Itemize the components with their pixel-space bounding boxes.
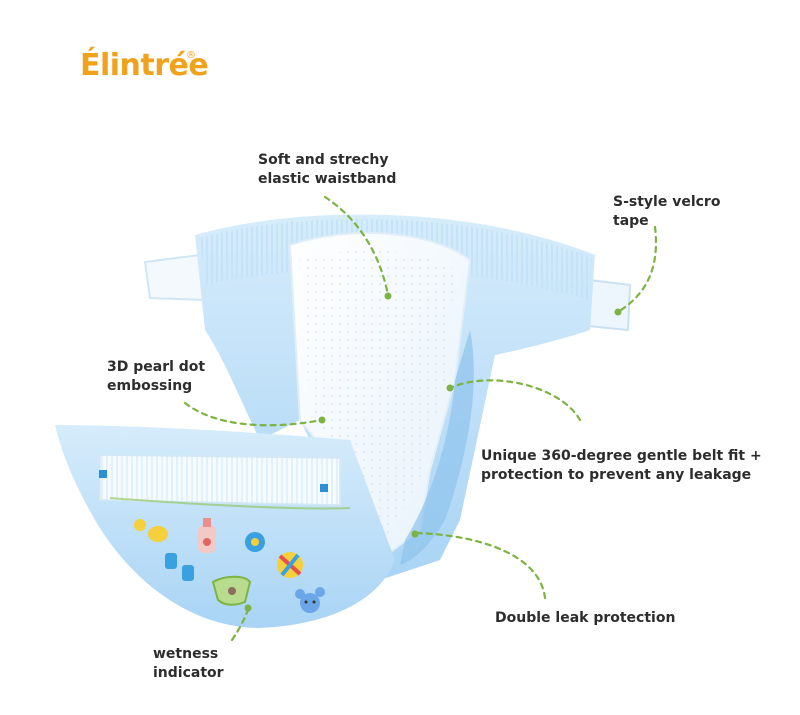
pearl-dot-area <box>300 250 455 540</box>
mouse-print <box>295 587 325 613</box>
duck-print <box>134 519 168 542</box>
dot-pearl <box>318 416 326 424</box>
callout-line: Double leak protection <box>495 610 676 626</box>
callout-line: indicator <box>153 665 224 681</box>
leader-wetness <box>230 608 250 642</box>
front-tab-marker-left <box>99 470 107 478</box>
right-velcro-tab <box>586 278 632 332</box>
callout-line: Unique 360-degree gentle belt fit + <box>481 448 762 464</box>
callout-line: elastic waistband <box>258 171 397 187</box>
callout-line: wetness <box>153 646 219 662</box>
callout-belt: Unique 360-degree gentle belt fit + prot… <box>481 447 762 485</box>
dot-velcro <box>614 308 622 316</box>
callout-waistband: Soft and strechy elastic waistband <box>258 151 396 189</box>
dot-leak <box>411 530 419 538</box>
front-panel-edge <box>109 497 351 510</box>
socks-print <box>165 553 194 581</box>
leak-guard <box>400 330 474 565</box>
callout-line: protection to prevent any leakage <box>481 467 752 483</box>
ball-print <box>277 552 303 578</box>
brand-logo: Élintrée ® <box>80 48 209 83</box>
callout-velcro: S-style velcro tape <box>613 193 720 231</box>
leader-pearl <box>183 401 324 427</box>
bottle-print <box>198 518 216 553</box>
pacifier-print <box>245 532 265 552</box>
leader-velcro <box>616 225 657 314</box>
brand-name: Élintrée <box>80 48 209 83</box>
callout-line: tape <box>613 213 649 229</box>
wetness-indicator-print <box>211 575 252 606</box>
trademark-symbol: ® <box>186 50 196 61</box>
leader-belt <box>448 379 582 422</box>
callout-pearl: 3D pearl dot embossing <box>107 358 205 396</box>
front-tab-marker-right <box>320 484 328 492</box>
dot-waistband <box>384 292 392 300</box>
dot-wetness <box>244 604 252 612</box>
callout-line: Soft and strechy <box>258 152 389 168</box>
callout-wetness: wetness indicator <box>153 645 224 683</box>
callout-leak: Double leak protection <box>495 609 675 628</box>
dot-belt <box>446 384 454 392</box>
leader-leak <box>414 531 547 600</box>
callout-line: 3D pearl dot <box>107 359 206 375</box>
callout-line: S-style velcro <box>613 194 721 210</box>
left-velcro-tab <box>143 253 207 302</box>
leader-waistband <box>323 195 390 297</box>
callout-line: embossing <box>107 378 193 394</box>
